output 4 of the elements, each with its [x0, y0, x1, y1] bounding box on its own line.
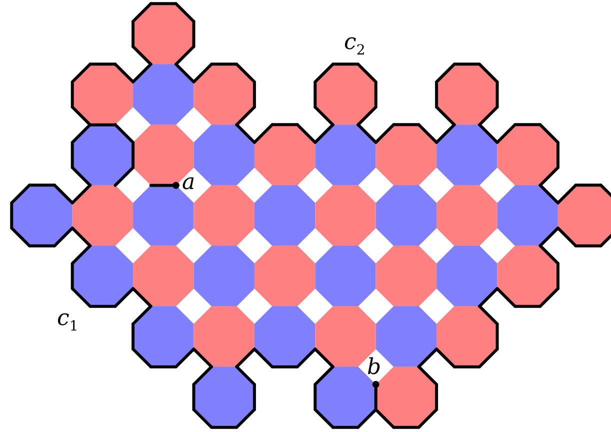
point-label: b	[367, 357, 382, 379]
curve-label: c$_{1}$	[57, 308, 78, 334]
point-label: a	[182, 172, 196, 194]
curve-label: c$_{2}$	[344, 32, 366, 58]
